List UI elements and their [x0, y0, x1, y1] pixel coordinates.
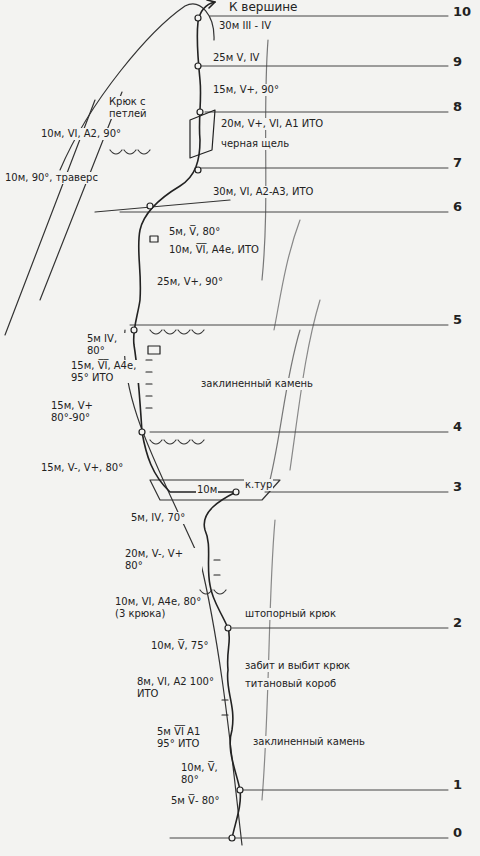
- callout-number: 1: [452, 778, 463, 793]
- callout-number: 6: [452, 200, 463, 215]
- route-note: 10м, VI, A2, 90°: [40, 128, 122, 140]
- route-note: 5м IV, 80°: [86, 333, 130, 356]
- route-note: 10м, V̅, 75°: [150, 640, 210, 652]
- ledge-band: [150, 480, 280, 500]
- route-note: 20м, V-, V+ 80°: [124, 548, 202, 571]
- route-note: 15м, V+ 80°-90°: [50, 400, 112, 423]
- callout-number: 3: [452, 480, 463, 495]
- route-note: 25м, V+, 90°: [156, 276, 224, 288]
- callout-number: 7: [452, 156, 463, 171]
- route-note: 15м, V-, V+, 80°: [40, 462, 124, 474]
- route-note: черная щель: [220, 138, 290, 150]
- route-note: 15м, V̅I̅, A4e, 95° ИТО: [70, 360, 144, 383]
- callout-number: 4: [452, 420, 463, 435]
- route-note: 10м, V̅, 80°: [180, 762, 228, 785]
- piton-marks: [146, 110, 228, 715]
- route-note: титановый короб: [244, 678, 337, 690]
- route-note: 10м: [196, 484, 218, 496]
- route-note: 20м, V+, VI, A1 ИТО: [220, 118, 324, 130]
- route-note: 8м, VI, A2 100° ИТО: [136, 676, 218, 699]
- slab-line: [40, 92, 122, 300]
- ridge-outline: [60, 4, 214, 170]
- callout-number: 0: [452, 826, 463, 841]
- rock-line: [262, 40, 268, 280]
- route-note: к.тур: [244, 479, 273, 491]
- route-note: 5м, IV, 70°: [130, 512, 186, 524]
- route-note: 25м V, IV: [212, 52, 260, 64]
- route-note: заклиненный камень: [200, 378, 314, 390]
- callout-number: 9: [452, 55, 463, 70]
- callout-number: 10: [452, 5, 472, 20]
- level-lines: [120, 16, 448, 838]
- route-note: 5м, V̅, 80°: [168, 226, 221, 238]
- route-note: К вершине: [228, 1, 298, 15]
- callout-number: 5: [452, 313, 463, 328]
- rock-line: [270, 330, 300, 480]
- route-note: заклиненный камень: [252, 736, 366, 748]
- face-edge: [124, 330, 242, 845]
- callout-number: 8: [452, 100, 463, 115]
- route-note: 10м, V̅I̅, A4e, ИТО: [168, 244, 260, 256]
- route-note: забит и выбит крюк: [244, 660, 351, 672]
- rock-line: [274, 220, 300, 330]
- callout-number: 2: [452, 616, 463, 631]
- ledge-band: [95, 200, 230, 212]
- route-note: 30м III - IV: [218, 20, 272, 32]
- route-note: Крюк с петлей: [108, 96, 172, 119]
- route-note: 15м, V+, 90°: [212, 84, 280, 96]
- route-note: 5м V̅- 80°: [170, 795, 220, 807]
- route-note: 10м, VI, A4e, 80° (3 крюка): [114, 596, 204, 619]
- route-note: штопорный крюк: [244, 608, 337, 620]
- route-note: 30м, VI, A2-A3, ИТО: [212, 186, 314, 198]
- route-note: 10м, 90°, траверс: [4, 172, 99, 184]
- route-arrow: [207, 0, 215, 8]
- route-note: 5м V̅I̅ A1 95° ИТО: [156, 726, 222, 749]
